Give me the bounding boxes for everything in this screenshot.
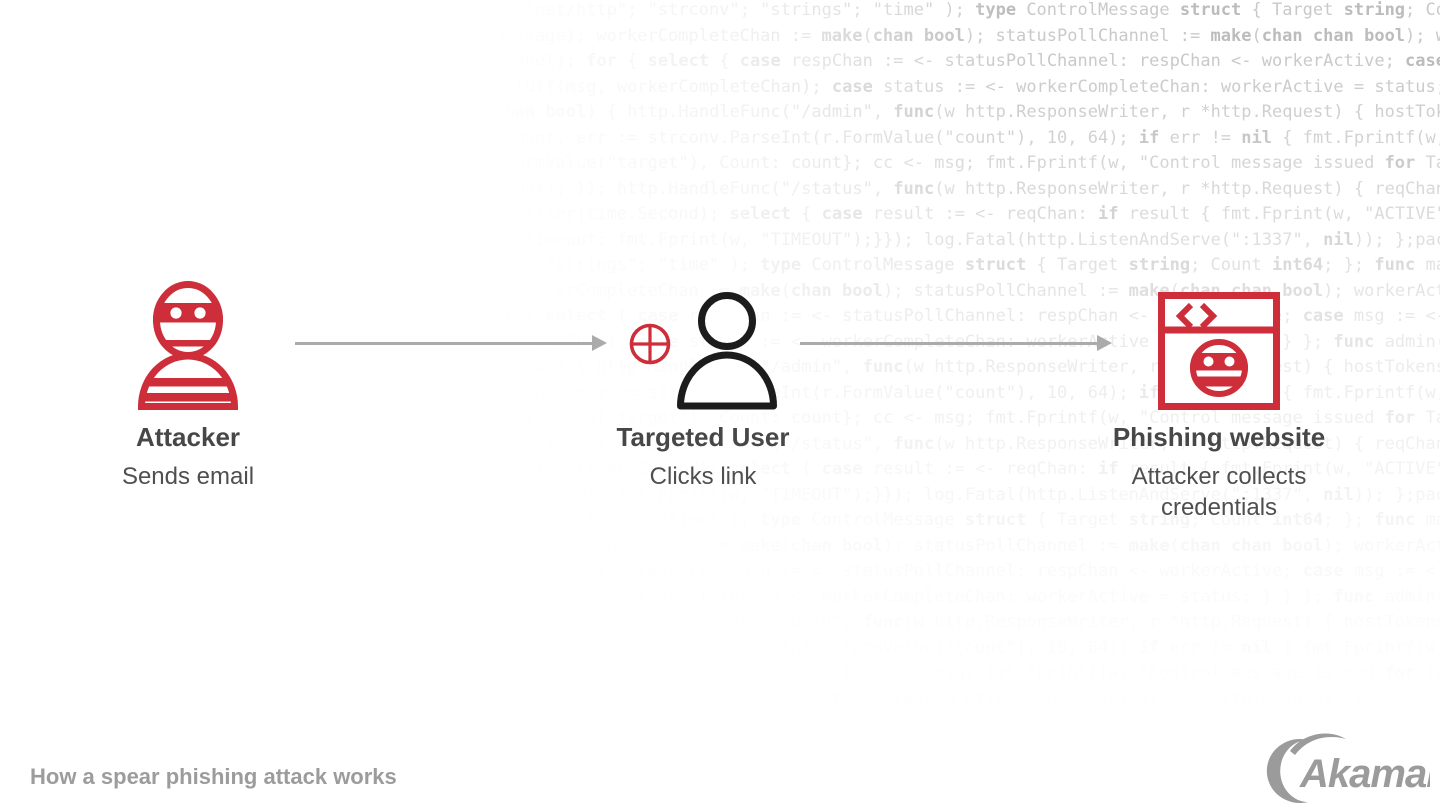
phishing-website-icon-box xyxy=(1099,278,1339,410)
arrow-line xyxy=(800,342,1099,345)
stage-attacker: Attacker Sends email xyxy=(68,278,308,492)
arrow-attacker-to-user xyxy=(295,335,607,352)
attacker-icon xyxy=(137,281,239,410)
stage-subtitle-phishing-website: Attacker collects credentials xyxy=(1131,463,1307,521)
target-crosshair-icon xyxy=(629,323,671,365)
targeted-user-icon-box xyxy=(583,278,823,410)
diagram-caption: How a spear phishing attack works xyxy=(30,764,397,789)
attacker-icon-box xyxy=(68,278,308,410)
targeted-user-icon xyxy=(677,292,777,410)
phishing-website-icon xyxy=(1158,292,1280,410)
stage-subtitle-targeted-user: Clicks link xyxy=(649,463,757,490)
stage-title-attacker: Attacker xyxy=(135,422,241,452)
stage-targeted-user: Targeted User Clicks link xyxy=(583,278,823,492)
arrow-user-to-website xyxy=(800,335,1112,352)
stage-subtitle-attacker: Sends email xyxy=(121,463,255,490)
stage-phishing-website: Phishing website Attacker collects crede… xyxy=(1099,278,1339,523)
stage-title-targeted-user: Targeted User xyxy=(616,422,790,452)
akamai-logo: Akamai xyxy=(1266,733,1430,803)
arrow-head-icon xyxy=(592,335,607,351)
arrow-line xyxy=(295,342,594,345)
akamai-wordmark: Akamai xyxy=(1299,752,1430,796)
arrow-head-icon xyxy=(1097,335,1112,351)
stage-title-phishing-website: Phishing website xyxy=(1112,422,1326,452)
